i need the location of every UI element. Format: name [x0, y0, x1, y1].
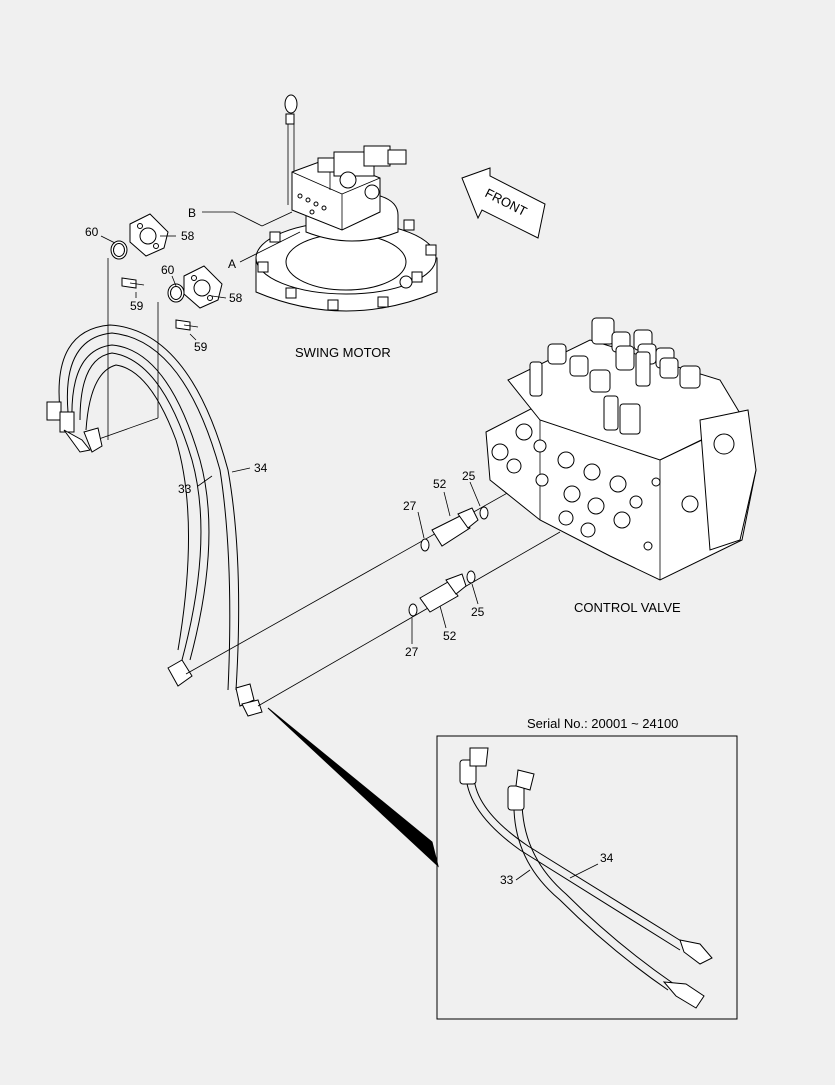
- port-leaders: [202, 211, 301, 263]
- callout-25-lower: 25: [471, 605, 485, 619]
- callout-52-upper: 52: [433, 477, 447, 491]
- callout-33: 33: [178, 482, 192, 496]
- port-b-label: B: [188, 206, 196, 220]
- adapter-lower: [408, 570, 476, 617]
- flange-set-a: [167, 265, 223, 331]
- valve-connection-lines: [185, 477, 561, 707]
- swing-motor-label: SWING MOTOR: [295, 345, 391, 360]
- hoses: [46, 324, 263, 717]
- front-arrow: FRONT: [461, 167, 546, 239]
- callout-34: 34: [254, 461, 268, 475]
- callout-60-upper: 60: [85, 225, 99, 239]
- adapter-upper: [420, 506, 489, 552]
- callout-59-lower: 59: [194, 340, 208, 354]
- control-valve-assembly: [485, 317, 757, 581]
- serial-label: Serial No.: 20001 ~ 24100: [527, 716, 678, 731]
- hose-end-leaders: [95, 258, 159, 441]
- callout-52-lower: 52: [443, 629, 457, 643]
- swing-motor-assembly: [255, 94, 438, 312]
- control-valve-label: CONTROL VALVE: [574, 600, 681, 615]
- inset-callout-34: 34: [600, 851, 614, 865]
- flange-set-b: [110, 213, 169, 289]
- callout-leaders: [100, 235, 599, 881]
- callout-58-lower: 58: [229, 291, 243, 305]
- port-a-label: A: [228, 257, 236, 271]
- serial-inset: [267, 707, 738, 1020]
- callout-25-upper: 25: [462, 469, 476, 483]
- callout-27-upper: 27: [403, 499, 417, 513]
- callout-27-lower: 27: [405, 645, 419, 659]
- callout-60-lower: 60: [161, 263, 175, 277]
- inset-callout-33: 33: [500, 873, 514, 887]
- callout-58-upper: 58: [181, 229, 195, 243]
- callout-59-upper: 59: [130, 299, 144, 313]
